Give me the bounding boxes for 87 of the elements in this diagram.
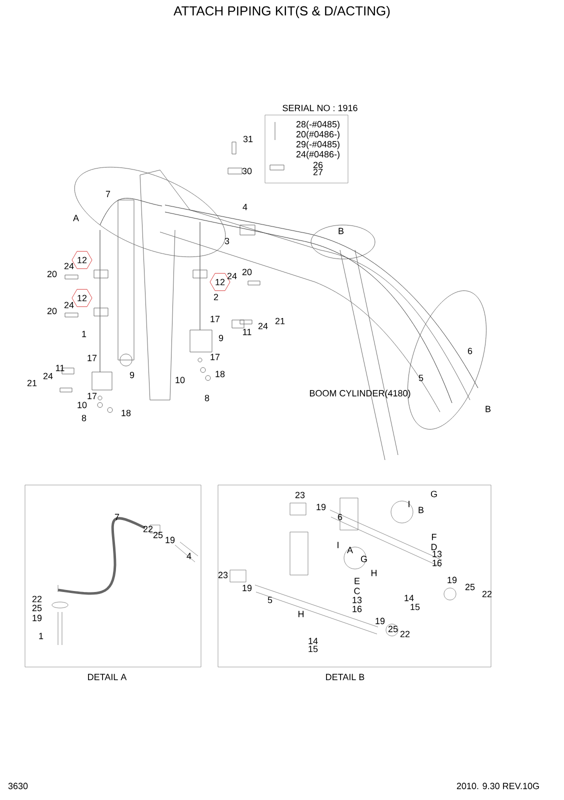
callout-number: 22 (32, 596, 42, 602)
callout-number: 22 (482, 590, 492, 598)
callout-number: 16 (432, 560, 442, 566)
detail-letter: B (338, 228, 344, 234)
detail-letter: B (486, 406, 491, 412)
callout-number: 19 (376, 618, 385, 624)
callout-number: 21 (275, 318, 285, 324)
callout-number: 17 (88, 392, 97, 400)
callout-number: 11 (56, 364, 64, 372)
callout-number: 17 (88, 354, 97, 362)
callout-number: 4 (242, 204, 248, 210)
callout-number: 30 (242, 168, 252, 174)
callout-number: 20 (47, 270, 57, 278)
callout-number: G (360, 556, 367, 562)
callout-number: H (298, 610, 304, 618)
callout-number: 22 (400, 630, 410, 638)
callout-number: 8 (204, 394, 210, 402)
callout-number: 19 (32, 614, 42, 622)
callout-number: 25 (32, 604, 42, 612)
part-note: 29(-#0485) (296, 140, 340, 150)
callout-number: 13 (432, 550, 442, 558)
title: ATTACH PIPING KIT(S & D/ACTING) (174, 6, 390, 18)
callout-number: 8 (82, 414, 86, 422)
part-label: BOOM CYLINDER(4180) (310, 390, 410, 398)
callout-number: B (418, 506, 424, 514)
detail-caption: DETAIL B (326, 674, 364, 680)
callout-number: E (354, 578, 360, 584)
callout-number: C (354, 588, 360, 594)
callout-number: 18 (122, 410, 131, 416)
page-number: 3630 (8, 782, 28, 790)
callout-number: H (371, 570, 377, 576)
callout-number: 5 (268, 596, 272, 604)
callout-number: 20 (242, 268, 252, 276)
callout-number: 31 (243, 136, 253, 142)
callout-number: 6 (468, 348, 472, 354)
revision-date: 2010. 9.30 REV.10G (456, 782, 539, 790)
callout-number: 10 (176, 376, 185, 384)
detail-caption: DETAIL A (88, 674, 127, 680)
callout-number: 7 (106, 190, 110, 198)
callout-number: 25 (153, 532, 163, 538)
callout-number: 24 (64, 262, 74, 270)
callout-number: 15 (308, 646, 318, 652)
callout-number: 9 (218, 334, 224, 342)
callout-number: 19 (242, 584, 252, 592)
callout-number: A (347, 546, 353, 554)
callout-number: 6 (338, 514, 342, 520)
callout-number: 23 (218, 572, 228, 578)
callout-number: 22 (143, 526, 153, 532)
callout-number: 14 (308, 638, 318, 644)
callout-number: 9 (130, 372, 134, 378)
part-note: 20(#0486-) (296, 130, 340, 140)
part-note: 24(#0486-) (296, 150, 340, 160)
callout-number: 24 (258, 322, 268, 330)
callout-number: 1 (82, 330, 86, 338)
serial-heading: SERIAL NO : 1916 (282, 104, 358, 112)
callout-number: 13 (352, 596, 362, 604)
callout-number: 24 (43, 372, 53, 380)
callout-number: 25 (388, 626, 398, 632)
callout-number: 14 (404, 594, 414, 602)
callout-number: 25 (465, 584, 475, 590)
callout-number: 27 (313, 168, 323, 176)
callout-number: 18 (216, 370, 225, 378)
callout-number: F (432, 534, 436, 540)
callout-number: 15 (410, 604, 420, 610)
callout-number: 7 (114, 514, 120, 520)
callout-number: 10 (78, 402, 87, 408)
callout-number: 3 (224, 238, 230, 244)
callout-number: 17 (210, 354, 220, 360)
callout-number: 26 (313, 162, 323, 168)
callout-number: 21 (27, 380, 37, 386)
callout-number: 11 (243, 328, 252, 336)
callout-number: 20 (47, 308, 57, 314)
part-note: 28(-#0485) (296, 120, 340, 130)
callout-number: 4 (186, 552, 192, 560)
callout-number: 24 (64, 302, 74, 308)
callout-number: 19 (166, 536, 175, 544)
callout-number: 23 (295, 492, 305, 498)
detail-letter: A (73, 214, 79, 222)
callout-number: 1 (39, 632, 44, 640)
callout-number: I (408, 500, 410, 508)
callout-number: G (430, 490, 437, 498)
callout-number: 17 (210, 316, 220, 322)
callout-number: 5 (418, 374, 424, 382)
callout-number: 19 (448, 576, 457, 584)
callout-number: D (431, 544, 437, 550)
callout-number: 19 (316, 504, 326, 510)
callout-number: 16 (352, 606, 362, 612)
